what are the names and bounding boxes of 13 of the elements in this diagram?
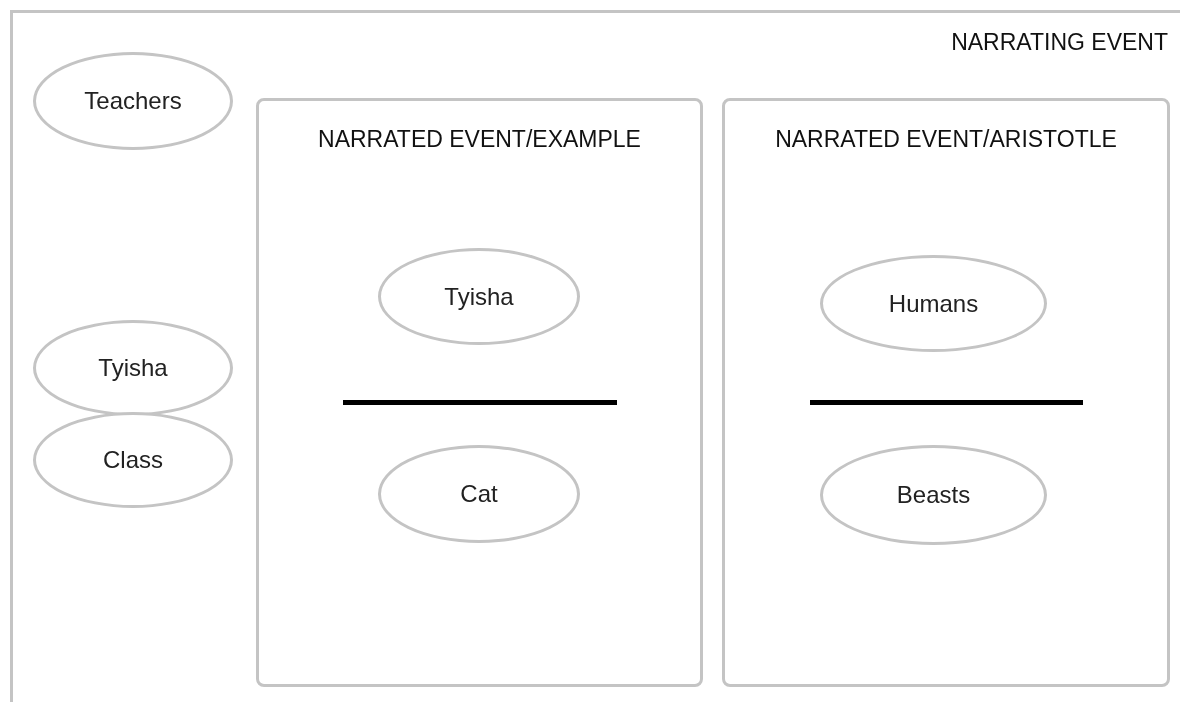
- group-title: NARRATED EVENT/EXAMPLE: [317, 126, 642, 153]
- group-frame: [10, 10, 1180, 702]
- oval-node: Tyisha: [378, 248, 580, 345]
- group-title: NARRATING EVENT: [951, 29, 1168, 56]
- oval-node: Humans: [820, 255, 1047, 352]
- group-frame: [256, 98, 703, 687]
- group-frame: [722, 98, 1170, 687]
- oval-node: Beasts: [820, 445, 1047, 545]
- oval-node: Tyisha: [33, 320, 233, 416]
- group-title: NARRATED EVENT/ARISTOTLE: [774, 126, 1118, 153]
- oval-node: Cat: [378, 445, 580, 543]
- oval-node: Class: [33, 412, 233, 508]
- oval-node: Teachers: [33, 52, 233, 150]
